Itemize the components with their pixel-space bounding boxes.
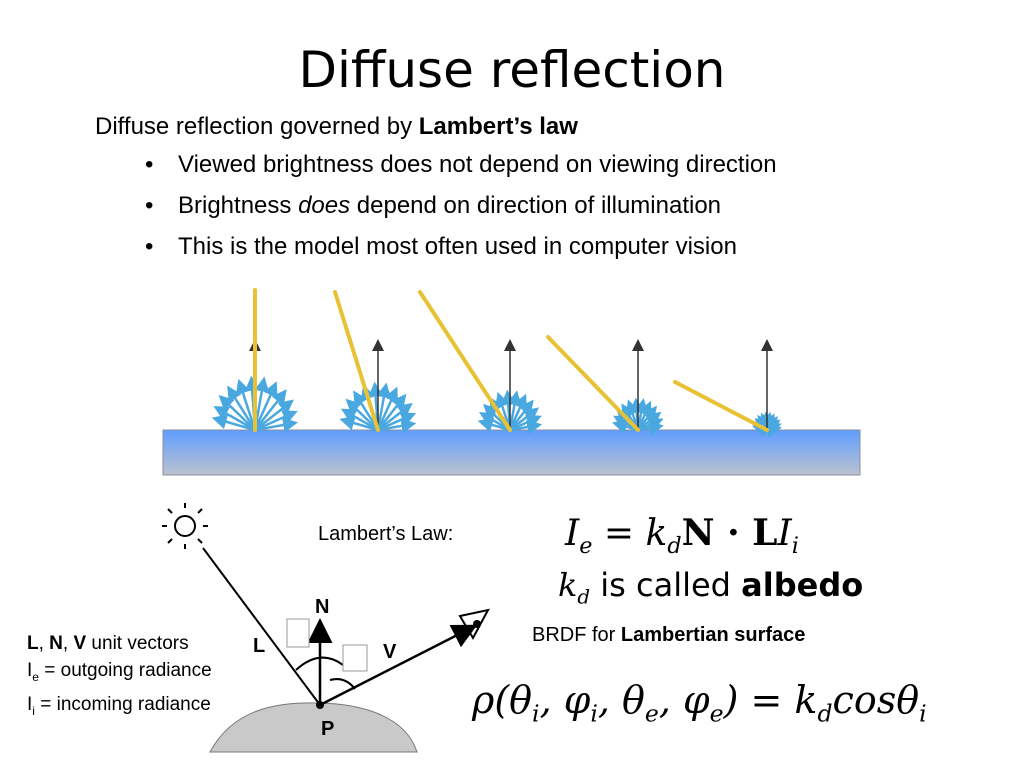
- sun-icon: [162, 503, 208, 549]
- scatter-fan: [673, 339, 782, 438]
- scatter-fan: [333, 290, 417, 434]
- bullet-item: • This is the model most often used in co…: [145, 232, 777, 273]
- incidence-angle-arc: [295, 656, 344, 671]
- bullet-text: This is the model most often used in com…: [178, 233, 737, 260]
- subtitle-text: Diffuse reflection governed by: [95, 113, 419, 140]
- diffuse-scatter-illustration: [162, 288, 861, 476]
- bullet-glyph: •: [145, 233, 154, 260]
- scatter-ray: [213, 406, 256, 432]
- scatter-ray: [509, 399, 534, 431]
- label-n: N: [315, 596, 329, 618]
- scatter-fan: [211, 288, 299, 433]
- scatter-ray: [340, 408, 379, 432]
- diagram-legend: L, N, V unit vectors Ie = outgoing radia…: [27, 630, 212, 725]
- lambert-geometry-diagram: N L V P: [162, 503, 490, 753]
- label-v: V: [383, 641, 397, 663]
- point-p-marker: [316, 701, 324, 709]
- scatter-fan: [546, 335, 664, 436]
- scatter-ray: [345, 398, 379, 431]
- scatter-ray: [254, 399, 294, 431]
- brdf-equation: ρ(θi, φi, θe, φe) = kdcosθi: [472, 678, 927, 728]
- angle-label-box: [286, 618, 310, 648]
- scatter-ray: [227, 385, 257, 431]
- scatter-ray: [339, 415, 379, 432]
- bullet-text: Viewed brightness does not depend on vie…: [178, 151, 777, 178]
- view-angle-arc: [329, 678, 356, 690]
- legend-incoming: Ii = incoming radiance: [27, 693, 211, 718]
- slide-title: Diffuse reflection: [298, 41, 726, 99]
- albedo-line: kd is called albedo: [558, 566, 864, 609]
- scatter-ray: [376, 382, 392, 431]
- bullet-glyph: •: [145, 192, 154, 219]
- scatter-ray: [254, 389, 287, 431]
- legend-vectors: L, N, V unit vectors: [27, 633, 189, 654]
- scatter-ray: [376, 386, 399, 431]
- bullet-text-tail: depend on direction of illumination: [350, 192, 722, 219]
- subtitle-bold: Lambert’s law: [418, 113, 578, 140]
- scatter-ray: [218, 394, 256, 431]
- incident-light-ray: [673, 380, 769, 432]
- incident-light-ray: [546, 335, 640, 432]
- legend-outgoing: Ie = outgoing radiance: [27, 660, 212, 684]
- light-direction-line: [202, 547, 321, 706]
- incident-light-ray: [418, 290, 512, 432]
- lambert-law-label: Lambert’s Law:: [318, 523, 454, 545]
- label-p: P: [321, 718, 334, 740]
- scatter-ray: [611, 419, 639, 434]
- scatter-fans: [211, 288, 782, 438]
- scatter-ray: [254, 417, 299, 433]
- scatter-ray: [479, 412, 511, 432]
- sphere-surface: [209, 702, 418, 753]
- scatter-ray: [508, 393, 527, 431]
- scatter-ray: [235, 378, 257, 431]
- bullet-item: • Viewed brightness does not depend on vi…: [145, 150, 777, 191]
- subtitle: Diffuse reflection governed by Lambert’s…: [95, 112, 578, 142]
- lambert-equation: Ie = kdN · LIi: [565, 512, 799, 560]
- scatter-ray: [377, 393, 407, 431]
- bullet-glyph: •: [145, 151, 154, 178]
- scatter-ray: [477, 417, 511, 433]
- reflective-surface: [162, 429, 861, 476]
- label-l: L: [253, 635, 265, 657]
- brdf-label: BRDF for Lambertian surface: [532, 624, 806, 646]
- bullet-emphasis: does: [298, 192, 351, 219]
- bullet-text: Brightness: [178, 192, 299, 219]
- bullet-item: • Brightness does depend on direction of …: [145, 191, 777, 232]
- view-vector: [319, 624, 478, 707]
- scatter-ray: [253, 381, 278, 431]
- angle-label-box: [342, 644, 368, 672]
- scatter-ray: [211, 414, 256, 432]
- incident-light-ray: [333, 290, 380, 432]
- eye-icon: [458, 608, 490, 641]
- bullet-list: • Viewed brightness does not depend on vi…: [145, 150, 777, 273]
- scatter-ray: [254, 410, 298, 432]
- scatter-fan: [418, 290, 543, 435]
